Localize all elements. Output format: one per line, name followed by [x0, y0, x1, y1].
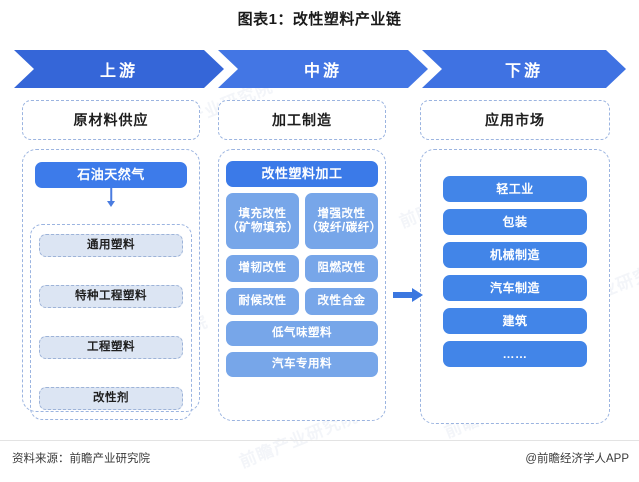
- upstream-item: 特种工程塑料: [39, 285, 183, 308]
- value-chain-stage-band: 上游 中游 下游: [14, 50, 626, 88]
- upstream-primary-box: 石油天然气: [35, 162, 187, 188]
- stage-chevron-midstream: 中游: [218, 50, 428, 88]
- downstream-column: 应用市场 轻工业 包装 机械制造 汽车制造 建筑 ……: [420, 100, 610, 424]
- credit-note: @前瞻经济学人APP: [525, 453, 629, 465]
- midstream-body: 改性塑料加工 填充改性（矿物填充） 增强改性（玻纤/碳纤） 增韧改性 阻燃改性 …: [218, 149, 386, 421]
- upstream-item: 通用塑料: [39, 234, 183, 257]
- midstream-column: 加工制造 改性塑料加工 填充改性（矿物填充） 增强改性（玻纤/碳纤） 增韧改性 …: [218, 100, 386, 421]
- midstream-item: 改性合金: [305, 288, 378, 315]
- midstream-primary-box: 改性塑料加工: [226, 161, 378, 187]
- right-arrow-icon: [393, 288, 423, 302]
- upstream-item: 改性剂: [39, 387, 183, 410]
- upstream-body: 石油天然气 通用塑料 特种工程塑料 工程塑料 改性剂: [22, 149, 200, 420]
- stage-chevron-upstream: 上游: [14, 50, 224, 88]
- midstream-item: 增韧改性: [226, 255, 299, 282]
- downstream-body: 轻工业 包装 机械制造 汽车制造 建筑 ……: [420, 149, 610, 424]
- midstream-item: 耐候改性: [226, 288, 299, 315]
- stage-chevron-downstream: 下游: [422, 50, 626, 88]
- downstream-item: 汽车制造: [443, 275, 587, 301]
- upstream-column: 原材料供应 石油天然气 通用塑料 特种工程塑料 工程塑料 改性剂: [22, 100, 200, 420]
- downstream-item: ……: [443, 341, 587, 367]
- downstream-item: 建筑: [443, 308, 587, 334]
- downstream-item: 机械制造: [443, 242, 587, 268]
- page-title: 图表1：改性塑料产业链: [237, 11, 402, 28]
- midstream-header: 加工制造: [218, 100, 386, 140]
- midstream-item: 阻燃改性: [305, 255, 378, 282]
- downstream-item: 包装: [443, 209, 587, 235]
- source-note: 资料来源：前瞻产业研究院: [12, 453, 150, 465]
- upstream-material-group: 通用塑料 特种工程塑料 工程塑料 改性剂: [30, 224, 192, 420]
- upstream-item: 工程塑料: [39, 336, 183, 359]
- midstream-item: 增强改性（玻纤/碳纤）: [305, 193, 381, 249]
- midstream-item: 填充改性（矿物填充）: [226, 193, 299, 249]
- midstream-item: 低气味塑料: [226, 321, 378, 346]
- midstream-item: 汽车专用料: [226, 352, 378, 377]
- downward-arrow-icon: [30, 188, 192, 208]
- downstream-header: 应用市场: [420, 100, 610, 140]
- upstream-header: 原材料供应: [22, 100, 200, 140]
- downstream-item: 轻工业: [443, 176, 587, 202]
- footer-divider: [0, 440, 639, 441]
